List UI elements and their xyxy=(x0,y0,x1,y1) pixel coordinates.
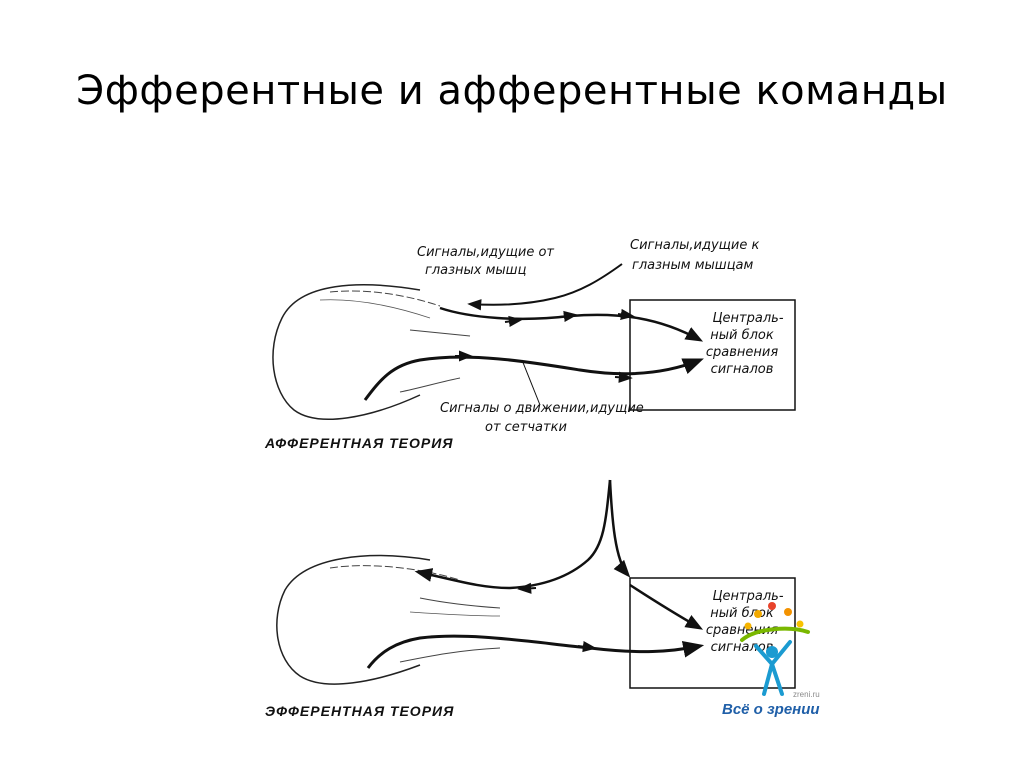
label-muscle-out-line-1: Сигналы,идущие от xyxy=(417,245,554,260)
label-muscle-out-line-2: глазных мышц xyxy=(425,263,527,278)
logo-site: zreni.ru xyxy=(793,690,820,699)
eyeball-top xyxy=(272,284,421,420)
retina-signal-path xyxy=(363,355,704,401)
zreni-logo: zreni.ru Всё о зрении xyxy=(722,602,820,718)
label-retina-line-1: Сигналы о движении,идущие xyxy=(440,401,644,416)
afferent-diagram: Централь- ный блок сравнения сигналов Си… xyxy=(264,238,796,451)
comparison-box-top xyxy=(629,299,796,411)
afferent-caption: АФФЕРЕНТНАЯ ТЕОРИЯ xyxy=(264,435,453,451)
comparison-box-bottom xyxy=(629,577,796,689)
efferent-retina-path xyxy=(366,634,705,669)
efferent-caption: ЭФФЕРЕНТНАЯ ТЕОРИЯ xyxy=(265,703,454,719)
efferent-command-path xyxy=(414,479,612,590)
muscle-command-path xyxy=(467,263,623,311)
logo-text: Всё о зрении xyxy=(722,701,820,718)
efferent-diagram: Централь- ный блок сравнения сигналов ЭФ… xyxy=(265,479,796,719)
label-retina-line-2: от сетчатки xyxy=(485,420,567,435)
eyeball-bottom xyxy=(276,554,431,685)
box-bottom-line-4: сигналов xyxy=(711,640,774,655)
slide-title: Эфферентные и афферентные команды xyxy=(76,68,948,114)
box-bottom-line-1: Централь- xyxy=(712,589,783,604)
box-top-line-4: сигналов xyxy=(711,362,774,377)
box-bottom-line-3: сравнения xyxy=(706,623,778,638)
label-muscle-in-line-2: глазным мышцам xyxy=(632,258,754,273)
box-top-line-3: сравнения xyxy=(706,345,778,360)
box-top-line-2: ный блок xyxy=(710,328,774,343)
box-bottom-line-2: ный блок xyxy=(710,606,774,621)
box-top-line-1: Централь- xyxy=(712,311,783,326)
label-muscle-in-line-1: Сигналы,идущие к xyxy=(630,238,759,253)
muscle-signal-path xyxy=(439,306,704,342)
